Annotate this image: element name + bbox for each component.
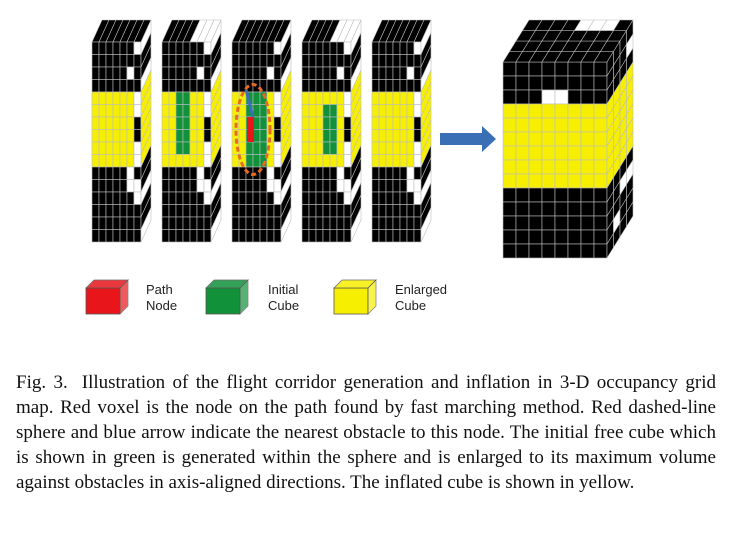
occupancy-grid-figure	[85, 18, 634, 315]
figure-illustration: Path Node Initial Cube Enlarged Cube	[85, 18, 634, 315]
voxel-slice	[301, 19, 362, 243]
transition-arrow	[440, 126, 496, 152]
legend-enlarged-cube-icon	[333, 279, 377, 315]
nearest-obstacle-arrow	[244, 89, 255, 118]
legend-initial-cube-label: Initial Cube	[268, 282, 300, 313]
voxel-slice	[231, 19, 292, 243]
legend-initial-cube-icon	[205, 279, 249, 315]
voxel-slice	[371, 19, 432, 243]
inflated-voxel-cube	[502, 18, 634, 260]
voxel-slice	[161, 19, 222, 243]
legend-icons	[85, 279, 377, 315]
path-node-voxel	[247, 117, 254, 142]
caption-label: Fig. 3.	[16, 372, 68, 393]
legend-path-node-label: Path Node	[146, 282, 178, 313]
legend-enlarged-cube-label: Enlarged Cube	[395, 282, 448, 313]
caption-text: Illustration of the flight corridor gene…	[16, 372, 716, 493]
nearest-obstacle-sphere	[234, 83, 272, 176]
legend-path-node-icon	[85, 279, 129, 315]
voxel-slice	[91, 19, 152, 243]
figure-caption: Fig. 3.Illustration of the flight corrid…	[16, 370, 716, 495]
voxel-slices	[91, 19, 432, 243]
